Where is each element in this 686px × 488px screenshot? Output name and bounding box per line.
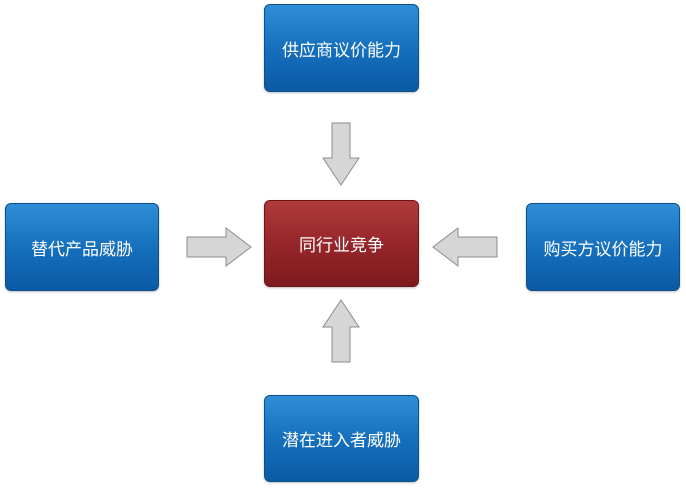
arrow-left-icon (432, 227, 498, 267)
industry-competition-label: 同行业竞争 (299, 236, 384, 256)
new-entrant-threat-label: 潜在进入者威胁 (282, 431, 401, 451)
substitute-threat-label: 替代产品威胁 (31, 239, 133, 260)
arrow-right-icon (186, 227, 252, 267)
buyer-bargaining-power-box: 购买方议价能力 (526, 203, 680, 291)
arrow-up-icon (322, 299, 360, 363)
substitute-threat-box: 替代产品威胁 (5, 203, 159, 291)
arrow-down-icon (322, 122, 360, 186)
industry-competition-box: 同行业竞争 (264, 200, 419, 287)
supplier-bargaining-power-label: 供应商议价能力 (282, 40, 401, 61)
buyer-bargaining-power-label: 购买方议价能力 (543, 239, 663, 260)
supplier-bargaining-power-box: 供应商议价能力 (264, 4, 419, 92)
new-entrant-threat-box: 潜在进入者威胁 (264, 395, 419, 482)
